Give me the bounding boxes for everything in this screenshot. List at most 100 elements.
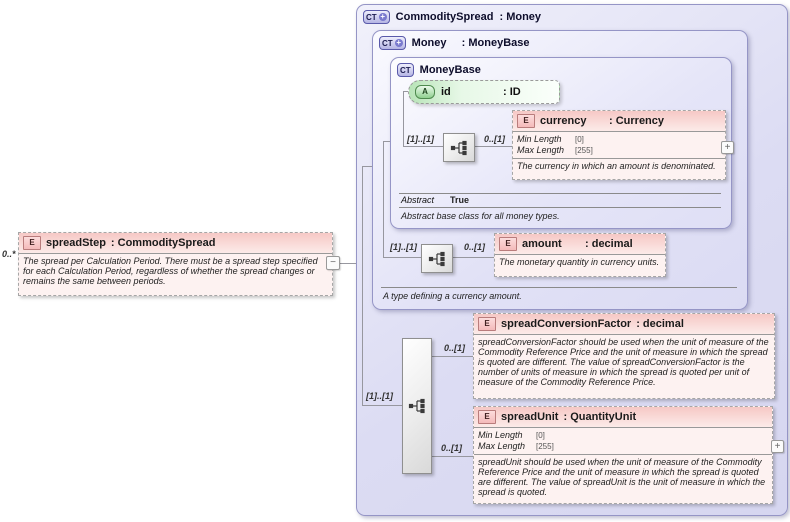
base-type-label: : Money xyxy=(499,11,542,23)
facet-value: [255] xyxy=(536,442,554,451)
facet-row: Min Length [0] xyxy=(478,430,768,441)
element-badge-icon: E xyxy=(23,236,41,250)
connector-line xyxy=(340,263,356,264)
element-spreadunit-header[interactable]: E spreadUnit : QuantityUnit xyxy=(474,407,772,427)
element-type-label: : Currency xyxy=(609,115,665,127)
cardinality-label: 0..[1] xyxy=(484,134,506,144)
facet-list: Min Length [0] Max Length [255] xyxy=(513,131,725,158)
facet-label: Min Length xyxy=(517,134,562,144)
type-name-label: MoneyBase xyxy=(419,64,481,76)
facet-value: [0] xyxy=(536,431,545,440)
attribute-name-label: id xyxy=(441,86,451,98)
facet-value: [255] xyxy=(575,146,593,155)
facet-list: Min Length [0] Max Length [255] xyxy=(474,427,772,454)
cardinality-label: [1]..[1] xyxy=(407,134,434,144)
complextype-commodityspread-header[interactable]: CT + CommoditySpread : Money xyxy=(357,5,787,24)
collapse-button[interactable]: − xyxy=(326,256,340,270)
element-name-label: amount xyxy=(522,238,562,250)
connector-line xyxy=(383,141,384,258)
type-name-label: Money xyxy=(411,37,447,49)
facet-label: Max Length xyxy=(478,441,526,451)
element-spreadconversionfactor-header[interactable]: E spreadConversionFactor : decimal xyxy=(474,314,774,334)
sequence-compositor-icon[interactable] xyxy=(421,244,453,273)
element-type-label: : QuantityUnit xyxy=(563,411,637,423)
facet-row: Min Length [0] xyxy=(517,134,721,145)
element-spreadconversionfactor-box[interactable]: E spreadConversionFactor : decimal sprea… xyxy=(473,313,775,399)
ct-badge-text: CT xyxy=(382,38,393,48)
element-currency-box[interactable]: E currency : Currency Min Length [0] Max… xyxy=(512,110,726,180)
element-name-label: spreadUnit xyxy=(501,411,559,423)
sequence-glyph-icon xyxy=(408,398,425,414)
element-name-label: spreadStep xyxy=(46,237,106,249)
money-annotation: A type defining a currency amount. xyxy=(381,287,737,301)
element-name-label: spreadConversionFactor xyxy=(501,318,632,330)
abstract-value: True xyxy=(450,195,470,205)
complextype-plus-badge-icon: CT + xyxy=(363,10,390,24)
attribute-type-label: : ID xyxy=(503,86,521,98)
expand-button[interactable]: + xyxy=(721,141,734,154)
complextype-moneybase-header[interactable]: CT MoneyBase xyxy=(391,58,731,77)
element-amount-box[interactable]: E amount : decimal The monetary quantity… xyxy=(494,233,666,277)
element-spreadstep-header[interactable]: E spreadStep : CommoditySpread xyxy=(19,233,332,253)
plus-circle-icon: + xyxy=(394,38,403,47)
connector-line xyxy=(383,141,390,142)
type-name-label: CommoditySpread xyxy=(395,11,494,23)
ct-badge-text: CT xyxy=(366,12,377,22)
element-amount-header[interactable]: E amount : decimal xyxy=(495,234,665,254)
facet-label: Max Length xyxy=(517,145,565,155)
element-badge-icon: E xyxy=(517,114,535,128)
complextype-badge-icon: CT xyxy=(397,63,414,77)
abstract-property-row: Abstract True xyxy=(399,193,721,208)
moneybase-annotation: Abstract base class for all money types. xyxy=(401,211,560,221)
connector-line xyxy=(362,166,363,406)
attribute-id-box[interactable]: A id : ID xyxy=(408,80,560,104)
sequence-glyph-icon xyxy=(450,140,467,155)
element-currency-header[interactable]: E currency : Currency xyxy=(513,111,725,131)
element-annotation: spreadUnit should be used when the unit … xyxy=(474,454,772,500)
abstract-label: Abstract xyxy=(401,195,435,205)
element-badge-icon: E xyxy=(499,237,517,251)
attribute-badge-icon: A xyxy=(415,85,435,99)
connector-line xyxy=(403,91,404,147)
connector-line xyxy=(362,166,372,167)
element-annotation: The spread per Calculation Period. There… xyxy=(19,253,332,289)
element-badge-icon: E xyxy=(478,410,496,424)
element-type-label: : decimal xyxy=(636,318,684,330)
element-spreadunit-box[interactable]: E spreadUnit : QuantityUnit Min Length [… xyxy=(473,406,773,504)
connector-line xyxy=(473,146,512,147)
element-annotation: spreadConversionFactor should be used wh… xyxy=(474,334,774,390)
cardinality-label: [1]..[1] xyxy=(390,242,417,252)
connector-line xyxy=(383,257,421,258)
facet-value: [0] xyxy=(575,135,584,144)
connector-line xyxy=(430,356,473,357)
element-type-label: : decimal xyxy=(585,238,633,250)
element-badge-icon: E xyxy=(478,317,496,331)
connector-line xyxy=(430,456,473,457)
cardinality-label: 0..[1] xyxy=(441,443,463,453)
element-name-label: currency xyxy=(540,115,587,127)
element-annotation: The currency in which an amount is denom… xyxy=(513,158,725,174)
element-type-label: : CommoditySpread xyxy=(110,237,216,249)
element-spreadstep-box[interactable]: E spreadStep : CommoditySpread The sprea… xyxy=(18,232,333,296)
sequence-compositor-icon[interactable] xyxy=(402,338,432,474)
facet-row: Max Length [255] xyxy=(517,145,721,156)
cardinality-label: 0..[1] xyxy=(464,242,486,252)
connector-line xyxy=(362,405,402,406)
expand-button[interactable]: + xyxy=(771,440,784,453)
connector-line xyxy=(403,91,408,92)
complextype-money-header[interactable]: CT + Money : MoneyBase xyxy=(373,31,747,50)
element-annotation: The monetary quantity in currency units. xyxy=(495,254,665,270)
moneybase-properties: Abstract True Abstract base class for al… xyxy=(399,193,721,221)
facet-label: Min Length xyxy=(478,430,523,440)
plus-circle-icon: + xyxy=(378,12,387,21)
sequence-glyph-icon xyxy=(428,251,445,266)
cardinality-label: 0..[1] xyxy=(444,343,466,353)
connector-line xyxy=(451,257,494,258)
sequence-compositor-icon[interactable] xyxy=(443,133,475,162)
facet-row: Max Length [255] xyxy=(478,441,768,452)
connector-line xyxy=(403,146,443,147)
base-type-label: : MoneyBase xyxy=(461,37,530,49)
cardinality-label: [1]..[1] xyxy=(366,391,393,401)
complextype-plus-badge-icon: CT + xyxy=(379,36,406,50)
